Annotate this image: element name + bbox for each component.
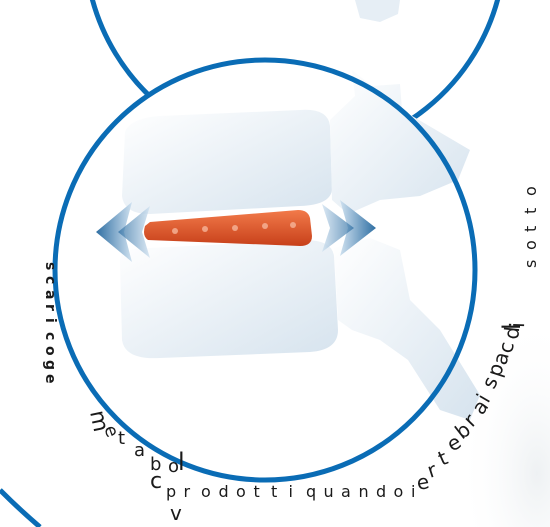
curved-lower-glyph: l (178, 448, 185, 476)
second-line-glyph: r (184, 482, 191, 501)
second-line-glyph: p (166, 482, 176, 501)
right-vertical-glyph: s (521, 260, 540, 268)
second-line-glyph: a (341, 482, 351, 501)
second-line-glyph: t (271, 482, 277, 501)
stray-glyph: l (498, 323, 526, 330)
second-line-glyph: i (411, 482, 415, 501)
second-line-glyph: q (306, 482, 316, 501)
second-line-glyph: d (219, 482, 229, 501)
left-vertical-glyph: e (42, 374, 58, 384)
second-line-glyph: d (376, 482, 386, 501)
right-vertical-glyph: o (521, 240, 540, 250)
curved-lower-glyph: t (118, 428, 125, 449)
second-line-glyph: n (359, 482, 369, 501)
right-vertical-glyph: t (521, 226, 540, 232)
lower-right-glyph: v (170, 501, 182, 525)
right-vertical-glyph: t (521, 208, 540, 214)
left-vertical-glyph: c (42, 332, 58, 340)
left-vertical-glyph: c (42, 276, 58, 284)
second-line-glyph: i (289, 482, 293, 501)
left-vertical-glyph: i (42, 318, 58, 323)
left-vertical-glyph: a (42, 290, 58, 299)
left-vertical-glyph: r (42, 304, 58, 311)
second-line-glyph: o (236, 482, 246, 501)
second-line-glyph: t (254, 482, 260, 501)
upper-vertebra-fragment (355, 0, 400, 22)
lower-vertebral-body (120, 240, 338, 358)
left-vertical-glyph: g (42, 360, 58, 370)
left-vertical-glyph: o (42, 346, 58, 356)
left-vertical-glyph: s (42, 262, 58, 270)
lower-circle-ring-fragment (0, 490, 40, 527)
curved-lower-glyph: a (134, 440, 145, 461)
upper-vertebral-body (122, 110, 332, 214)
second-line-glyph: o (394, 482, 404, 501)
curved-lower-glyph: c (150, 469, 162, 494)
second-line-glyph: o (201, 482, 211, 501)
second-line-glyph: u (324, 482, 334, 501)
right-vertical-glyph: o (521, 186, 540, 196)
main-circle (55, 60, 480, 480)
